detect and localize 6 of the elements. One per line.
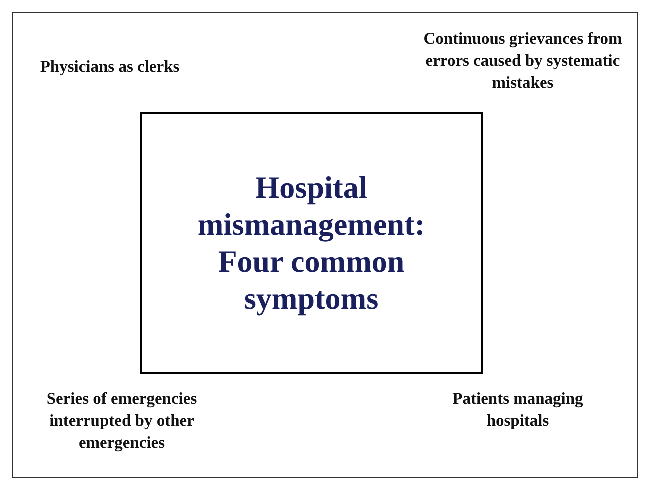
- symptom-label: Series of emergencies interrupted by other emergencies: [46, 388, 198, 454]
- symptom-label: Continuous grievances from errors caused by systematic mistakes: [422, 28, 624, 94]
- title-box: [140, 112, 483, 374]
- symptom-label: Patients managing hospitals: [452, 388, 584, 432]
- diagram-title-text: Hospital mismanagement: Four common symptoms: [196, 169, 426, 317]
- symptom-label: Physicians as clerks: [40, 56, 180, 78]
